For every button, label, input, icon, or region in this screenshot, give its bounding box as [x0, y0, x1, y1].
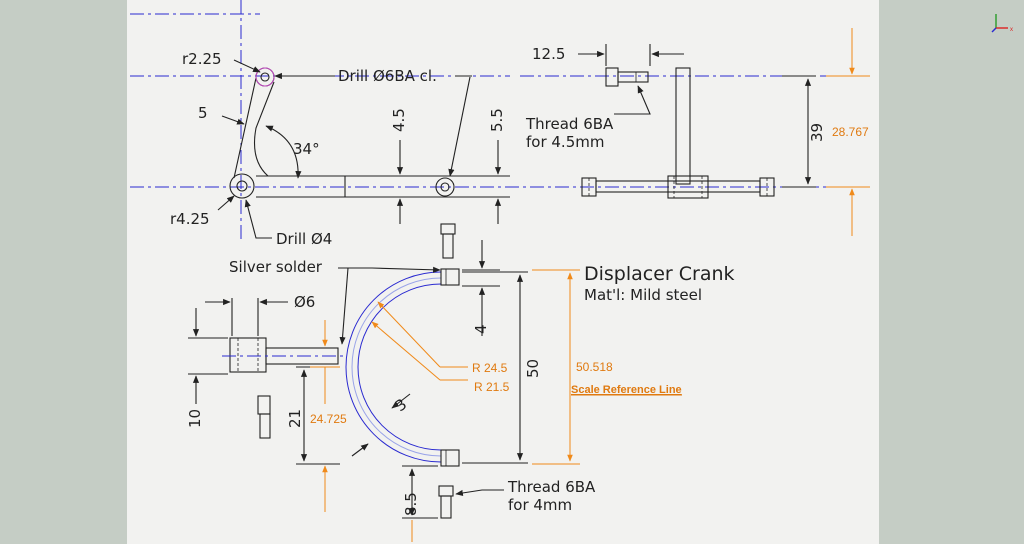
crank-arm-view	[130, 0, 870, 240]
note-silver-solder: Silver solder	[229, 258, 323, 276]
ref-r-21-5: R 21.5	[474, 380, 510, 394]
note-thread-4-5-line2: for 4.5mm	[526, 133, 604, 151]
dim-8-5: 8.5	[402, 492, 420, 516]
axis-triad-icon[interactable]: x	[991, 14, 1013, 33]
crank-plan-view	[188, 223, 580, 542]
ref-r-24-5: R 24.5	[472, 361, 508, 375]
dim-10: 10	[186, 409, 204, 428]
dim-21: 21	[286, 409, 304, 428]
ref-28-767: 28.767	[832, 125, 869, 139]
crank-side-view	[520, 28, 870, 236]
note-drill-6ba: Drill Ø6BA cl.	[338, 67, 437, 85]
dim-r2-25: r2.25	[182, 50, 222, 68]
note-thread-4-line2: for 4mm	[508, 496, 572, 514]
ref-50-518: 50.518	[576, 360, 613, 374]
ref-24-725: 24.725	[310, 412, 347, 426]
svg-text:x: x	[1010, 27, 1013, 33]
dim-r4-25: r4.25	[170, 210, 210, 228]
note-drill-4: Drill Ø4	[276, 230, 332, 248]
drawing-title: Displacer Crank	[584, 263, 735, 285]
note-thread-4-line1: Thread 6BA	[507, 478, 596, 496]
dim-5: 5	[198, 104, 208, 122]
dim-39: 39	[808, 123, 826, 142]
dim-5-5: 5.5	[488, 108, 506, 132]
dim-dia-6: Ø6	[294, 293, 315, 311]
note-thread-4-5-line1: Thread 6BA	[525, 115, 614, 133]
dim-4: 4	[472, 324, 490, 334]
dim-4-5: 4.5	[390, 108, 408, 132]
dim-50: 50	[524, 359, 542, 378]
dim-12-5: 12.5	[532, 45, 565, 63]
dim-angle-34: 34°	[293, 140, 320, 158]
drawing-material: Mat'l: Mild steel	[584, 286, 702, 304]
scale-reference-line[interactable]: Scale Reference Line	[571, 384, 682, 396]
